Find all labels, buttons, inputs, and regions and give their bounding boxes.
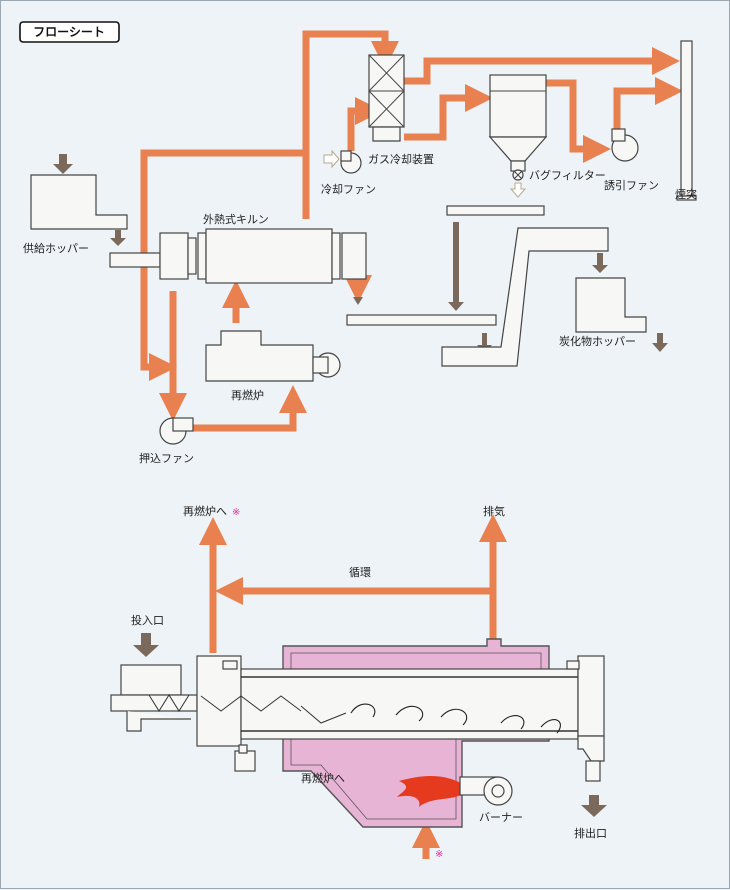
note-mark-bottom: ※: [435, 849, 443, 860]
char-hopper-label: 炭化物ホッパー: [559, 334, 636, 348]
exhaust-label: 排気: [483, 504, 505, 518]
bagfilter-to-fan-line: [546, 79, 611, 163]
burner-flame: [397, 776, 461, 807]
fan-to-chimney-line: [613, 77, 683, 129]
burner-label: バーナー: [479, 811, 523, 824]
afterburner-label: 再燃炉: [231, 388, 264, 402]
cooling-fan-to-cooler-line: [347, 97, 383, 151]
cooler-bypass-to-chimney-line: [404, 47, 680, 85]
cooler-to-bagfilter-line: [404, 84, 493, 141]
inlet-label: 投入口: [131, 613, 164, 627]
detail-gas-lines: [199, 514, 507, 859]
to-afterburner-bottom-label: 再燃炉へ: [301, 771, 345, 785]
material-conveyors: [346, 205, 609, 367]
kiln-gas-to-cooler-line: [302, 30, 399, 153]
discharge-end: 排出口: [566, 655, 607, 840]
outlet-label: 排出口: [574, 826, 607, 840]
bag-filter-label: バグフィルター: [529, 168, 606, 182]
induced-fan-label: 誘引ファン: [604, 178, 659, 192]
gas-cooler-label: ガス冷却装置: [368, 153, 434, 166]
chimney-label: 煙突: [675, 187, 697, 201]
burner: バーナー: [459, 776, 523, 824]
cooling-fan-label: 冷却ファン: [321, 183, 376, 196]
afterburner: 再燃炉: [205, 330, 341, 402]
title-badge: フローシート: [19, 21, 120, 43]
circulation-label: 循環: [349, 566, 371, 579]
note-mark-top: ※: [232, 507, 240, 518]
induced-fan: 誘引ファン: [604, 128, 659, 192]
push-fan-label: 押込ファン: [139, 451, 194, 465]
external-heat-kiln: 外熱式キルン: [109, 213, 367, 284]
kiln-label: 外熱式キルン: [203, 213, 269, 226]
push-fan: 押込ファン: [139, 417, 194, 465]
cooling-fan: 冷却ファン: [321, 149, 376, 196]
hot-gas-line-left: [140, 149, 310, 381]
to-afterburner-top-label: 再燃炉へ: [183, 504, 227, 518]
page-title: フローシート: [33, 25, 105, 39]
chimney: 煙突: [675, 40, 697, 201]
push-fan-to-afterburner-line: [173, 385, 307, 432]
supply-hopper-label: 供給ホッパー: [23, 241, 89, 255]
char-hopper: 炭化物ホッパー: [559, 277, 668, 352]
inlet-arrow: [133, 633, 159, 657]
rotary-drum: [196, 655, 579, 772]
supply-hopper: 供給ホッパー: [23, 154, 128, 255]
screw-feeder: [110, 664, 198, 732]
bag-filter: バグフィルター: [488, 74, 606, 198]
gas-cooler: ガス冷却装置: [368, 54, 434, 166]
